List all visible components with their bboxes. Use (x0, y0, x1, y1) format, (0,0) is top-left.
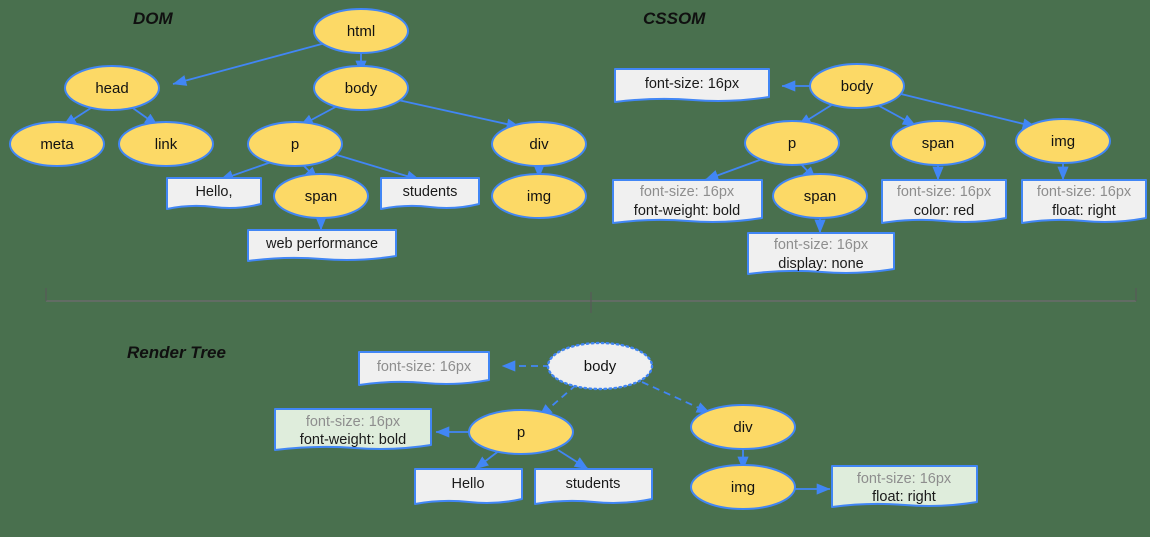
cssom-rulebox-img-line-0: font-size: 16px (1037, 184, 1132, 200)
section-divider (45, 288, 1137, 313)
dom-textbox-web-performance-label: web performance (265, 236, 378, 252)
render-tree-node-div[interactable]: div (690, 404, 796, 450)
render-tree-node-body[interactable]: body (546, 341, 654, 391)
render-tree-rulebox-p[interactable]: font-size: 16px font-weight: bold (274, 408, 432, 451)
dom-section: DOM html head body (9, 8, 587, 262)
dom-textbox-students-label: students (403, 184, 458, 200)
dom-node-head[interactable]: head (64, 65, 160, 111)
cssom-rulebox-span-nested-line-1: display: none (778, 256, 863, 272)
edge-p-hello (219, 159, 278, 181)
dom-node-img-label: img (527, 188, 551, 205)
edge-rt-body-div (641, 381, 711, 414)
render-tree-node-img[interactable]: img (690, 464, 796, 510)
edge-cssom-p-rules (704, 157, 766, 181)
dom-node-head-label: head (95, 80, 128, 97)
cssom-rulebox-span-top[interactable]: font-size: 16px color: red (881, 179, 1007, 224)
dom-node-meta[interactable]: meta (9, 121, 105, 167)
render-tree-node-body-label: body (584, 358, 617, 375)
render-tree-section-title: Render Tree (127, 343, 226, 362)
dom-node-body-label: body (345, 80, 378, 97)
cssom-node-span-top[interactable]: span (890, 120, 986, 166)
cssom-node-p[interactable]: p (744, 120, 840, 166)
edge-p-students (336, 154, 421, 182)
render-tree-rulebox-img-line-1: float: right (872, 489, 936, 505)
render-tree-textbox-hello-label: Hello (451, 476, 484, 492)
cssom-node-span-top-label: span (922, 135, 955, 152)
cssom-rulebox-span-top-line-1: color: red (914, 203, 974, 219)
dom-node-link[interactable]: link (118, 121, 214, 167)
dom-textbox-web-performance[interactable]: web performance (247, 229, 397, 262)
cssom-node-img-label: img (1051, 133, 1075, 150)
dom-node-html-label: html (347, 23, 375, 40)
dom-node-p[interactable]: p (247, 121, 343, 167)
render-tree-rulebox-img[interactable]: font-size: 16px float: right (831, 465, 978, 508)
render-tree-textbox-students[interactable]: students (534, 468, 653, 505)
dom-node-span-label: span (305, 188, 338, 205)
cssom-rulebox-body-line-0: font-size: 16px (645, 76, 740, 92)
dom-node-html[interactable]: html (313, 8, 409, 54)
render-tree-node-p-label: p (517, 424, 525, 441)
render-tree-node-p[interactable]: p (468, 409, 574, 455)
cssom-node-p-label: p (788, 135, 796, 152)
dom-node-link-label: link (155, 136, 178, 153)
dom-textbox-hello[interactable]: Hello, (166, 177, 262, 210)
cssom-rulebox-img-line-1: float: right (1052, 203, 1116, 219)
dom-node-p-label: p (291, 136, 299, 153)
render-tree-rulebox-body-line-0: font-size: 16px (377, 359, 472, 375)
edge-html-head (172, 37, 345, 86)
render-tree-node-div-label: div (733, 419, 753, 436)
render-tree-rulebox-p-line-1: font-weight: bold (300, 432, 406, 448)
dom-node-body[interactable]: body (313, 65, 409, 111)
cssom-node-img[interactable]: img (1015, 118, 1111, 164)
edge-rt-p-students (557, 449, 589, 470)
render-tree-rulebox-img-line-0: font-size: 16px (857, 471, 952, 487)
render-tree-rulebox-p-line-0: font-size: 16px (306, 414, 401, 430)
cssom-node-span-nested[interactable]: span (772, 173, 868, 219)
dom-textbox-hello-label: Hello, (195, 184, 232, 200)
dom-node-img[interactable]: img (491, 173, 587, 219)
dom-node-meta-label: meta (40, 136, 74, 153)
cssom-rulebox-span-nested[interactable]: font-size: 16px display: none (747, 232, 895, 275)
edge-body-div (397, 99, 521, 130)
cssom-rulebox-p-line-0: font-size: 16px (640, 184, 735, 200)
cssom-rulebox-img[interactable]: font-size: 16px float: right (1021, 179, 1147, 224)
dom-textbox-students[interactable]: students (380, 177, 480, 210)
cssom-rulebox-p[interactable]: font-size: 16px font-weight: bold (612, 179, 763, 224)
edge-cssom-body-img (900, 93, 1037, 130)
cssom-node-span-nested-label: span (804, 188, 837, 205)
cssom-section: CSSOM font-size: 16px body p (612, 9, 1147, 275)
cssom-node-body[interactable]: body (809, 63, 905, 109)
render-tree-textbox-hello[interactable]: Hello (414, 468, 523, 505)
cssom-section-title: CSSOM (643, 9, 706, 28)
edge-rt-p-hello (474, 449, 501, 470)
cssom-rulebox-span-top-line-0: font-size: 16px (897, 184, 992, 200)
render-tree-textbox-students-label: students (566, 476, 621, 492)
dom-section-title: DOM (133, 9, 174, 28)
dom-node-span[interactable]: span (273, 173, 369, 219)
render-tree-section: Render Tree font-size: 16px body font-si… (127, 341, 978, 510)
cssom-rulebox-span-nested-line-0: font-size: 16px (774, 237, 869, 253)
render-tree-node-img-label: img (731, 479, 755, 496)
cssom-node-body-label: body (841, 78, 874, 95)
cssom-rulebox-p-line-1: font-weight: bold (634, 203, 740, 219)
dom-node-div-label: div (529, 136, 549, 153)
dom-node-div[interactable]: div (491, 121, 587, 167)
render-tree-rulebox-body[interactable]: font-size: 16px (358, 351, 490, 386)
cssom-rulebox-body[interactable]: font-size: 16px (614, 68, 770, 103)
